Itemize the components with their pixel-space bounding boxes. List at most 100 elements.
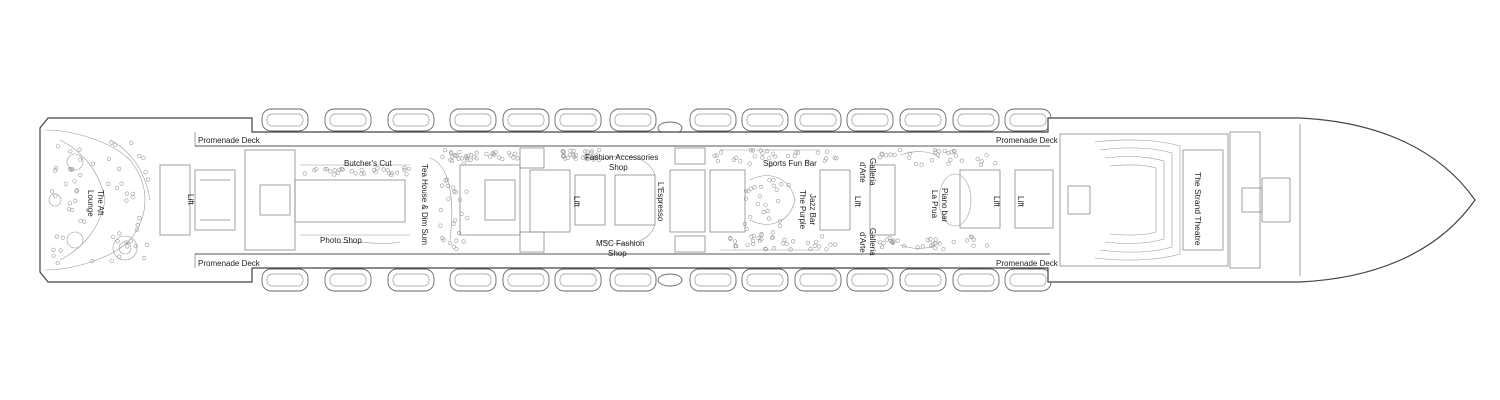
seat-dot (964, 238, 970, 243)
seat-dot (952, 149, 957, 154)
seat-dot (765, 149, 770, 154)
seat-dot (758, 184, 764, 189)
seat-dot (124, 240, 129, 245)
seat-dot (452, 218, 458, 223)
seat-dot (109, 140, 114, 145)
seat-dot (746, 189, 751, 194)
seat-dot (743, 196, 749, 201)
seat-dot (819, 234, 825, 239)
seat-dot (766, 216, 772, 221)
label-fashion-accessories-1: Fashion Accessories (585, 153, 658, 162)
seat-dot (951, 148, 957, 153)
seat-dot (474, 156, 479, 161)
seat-dot (752, 185, 757, 190)
seat-dot (879, 244, 885, 250)
seat-dot (795, 150, 801, 155)
seat-dot (53, 165, 59, 171)
ship-hull (39, 117, 1476, 283)
seat-dot (747, 161, 752, 166)
lifeboat-bottom-11 (846, 268, 894, 292)
seat-dot (353, 171, 358, 176)
seat-dot (890, 240, 896, 245)
seat-dot (443, 178, 448, 183)
lifeboat-bottom-10 (794, 268, 842, 292)
seat-dot (373, 170, 378, 175)
seat-dot (715, 159, 721, 164)
lifeboat-inner (454, 273, 492, 287)
seat-dot (744, 226, 749, 232)
seat-dot (440, 154, 445, 159)
seat-dot (759, 233, 764, 238)
seat-dot (51, 247, 56, 252)
seat-dot (323, 167, 328, 172)
lifeboat-bottom-1 (261, 268, 309, 292)
seat-dot (770, 151, 776, 156)
seat-dot (883, 153, 889, 158)
seat-dot (743, 188, 749, 193)
seat-dot (465, 215, 470, 220)
seat-dot (146, 177, 151, 182)
seat-dot (67, 201, 72, 206)
seat-dot (941, 247, 946, 252)
seat-dot (824, 149, 830, 154)
mid-structures (429, 147, 851, 253)
seat-dot (362, 171, 367, 176)
aft-mid-area (244, 149, 410, 251)
seat-dot (114, 185, 120, 191)
seat-dot (78, 173, 83, 178)
seat-dot (767, 178, 772, 183)
seat-dot (590, 155, 595, 161)
seat-dot (493, 150, 498, 155)
seat-dot (781, 241, 786, 246)
label-promenade-deck-bottom-right: Promenade Deck (996, 259, 1059, 268)
seat-dot (777, 223, 783, 228)
lifeboat-inner (746, 273, 784, 287)
seat-dot (828, 242, 833, 247)
seat-dot (925, 237, 930, 243)
seat-dot (68, 149, 73, 154)
seat-dot (951, 239, 956, 245)
seat-dot (932, 148, 938, 153)
seat-dot (135, 223, 140, 228)
label-fashion-accessories-2: Shop (609, 163, 628, 172)
seat-dot (73, 198, 78, 203)
lifeboat-inner (614, 113, 652, 127)
lifeboat-inner (851, 273, 889, 287)
lifeboat-bottom-13 (952, 268, 1000, 292)
seat-dot (748, 215, 753, 220)
aft-lift-lobby (159, 164, 236, 236)
seat-dot (60, 235, 65, 240)
lifeboat-top-12 (899, 108, 947, 132)
label-lift-3: Lift (853, 196, 862, 207)
seat-dot (728, 235, 733, 241)
seat-dot (594, 155, 599, 160)
seat-dot (459, 156, 465, 161)
seat-dot (969, 235, 975, 240)
seat-dot (445, 183, 451, 188)
seat-dot (824, 156, 829, 161)
lifeboats-top (261, 108, 1052, 135)
seat-dot (895, 238, 900, 243)
lifeboat-inner (329, 273, 367, 287)
seat-dot (375, 166, 380, 171)
seat-dot (511, 155, 516, 160)
lifeboat-top-6 (554, 108, 602, 132)
seat-dot (880, 152, 885, 157)
strand-theatre (1059, 133, 1229, 267)
lifeboats-bottom (261, 268, 1052, 292)
seat-dot (770, 235, 776, 240)
seat-dot (786, 182, 791, 188)
label-galleria-bottom-1: Galleria (868, 228, 877, 256)
seat-dot (714, 153, 719, 158)
seat-dot (760, 151, 765, 156)
seat-dot (761, 210, 766, 215)
seat-dot (404, 172, 409, 177)
label-butchers-cut: Butcher's Cut (344, 159, 393, 168)
seat-dot (448, 240, 453, 246)
seat-dot (887, 235, 892, 241)
label-galleria-top-2: d'Arte (858, 162, 867, 183)
seat-dot (439, 183, 445, 188)
seat-dot (142, 256, 147, 261)
label-lift-1: Lift (186, 194, 195, 205)
seat-dot (984, 243, 990, 248)
